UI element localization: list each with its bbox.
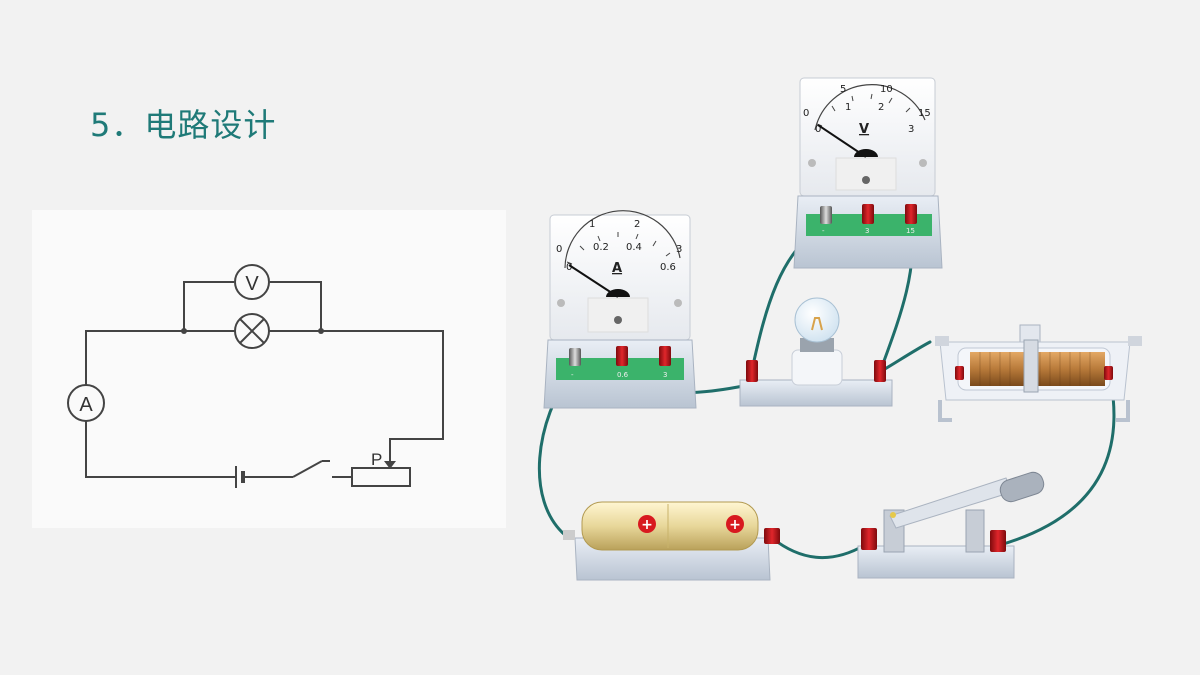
lamp-terminal-right — [874, 360, 886, 382]
circuit-schematic: V A P — [67, 264, 444, 488]
wire-lamp-rheostat — [878, 340, 932, 374]
rheostat — [935, 324, 1142, 422]
svg-text:3: 3 — [865, 227, 869, 235]
knife-switch — [857, 471, 1045, 579]
circuit-schematic-panel: V A P — [32, 210, 506, 528]
switch-terminal-left — [861, 528, 877, 550]
ammeter-terminal-0.6 — [616, 346, 628, 366]
svg-text:10: 10 — [880, 84, 893, 95]
voltmeter: 0 5 10 15 0 1 2 3 V - 3 15 — [793, 77, 943, 269]
svg-text:0: 0 — [803, 108, 809, 119]
slide-title: 5．电路设计 — [90, 106, 277, 144]
svg-text:3: 3 — [908, 124, 914, 135]
svg-text:+: + — [729, 517, 741, 533]
ammeter: 0 1 2 3 0 0.2 0.4 0.6 A - 0.6 3 — [543, 210, 697, 409]
svg-text:1: 1 — [845, 102, 851, 113]
rheostat-terminal-right — [1104, 366, 1113, 380]
svg-text:0.2: 0.2 — [593, 242, 609, 253]
schematic-wire — [85, 421, 236, 478]
schematic-wire — [85, 330, 444, 461]
junction-dot — [181, 328, 187, 334]
battery-symbol — [235, 466, 245, 488]
svg-text:3: 3 — [676, 244, 682, 255]
lamp-icon — [234, 313, 270, 349]
wire-battery-switch — [770, 536, 867, 560]
svg-text:-: - — [822, 227, 825, 235]
svg-text:0: 0 — [566, 262, 572, 273]
voltmeter-terminal-negative — [820, 206, 832, 224]
svg-text:2: 2 — [634, 219, 640, 230]
lamp-bulb — [794, 297, 840, 343]
rheostat-terminal-left — [955, 366, 964, 380]
ammeter-symbol: A — [67, 384, 105, 422]
svg-text:15: 15 — [918, 108, 931, 119]
ammeter-terminal-negative — [569, 348, 581, 366]
rheostat-slider-label: P — [371, 450, 382, 469]
rheostat-symbol: P — [351, 450, 411, 487]
ammeter-symbol-label: A — [79, 394, 93, 416]
voltmeter-symbol: V — [234, 264, 270, 300]
junction-dot — [318, 328, 324, 334]
svg-text:0: 0 — [815, 124, 821, 135]
battery-terminal-positive — [764, 528, 780, 544]
svg-text:+: + — [641, 517, 653, 533]
voltmeter-symbol-label: V — [245, 273, 259, 295]
svg-text:3: 3 — [663, 371, 667, 379]
svg-text:15: 15 — [906, 227, 915, 235]
schematic-wire — [270, 281, 322, 331]
svg-text:1: 1 — [589, 219, 595, 230]
lamp-terminal-left — [746, 360, 758, 382]
battery-box: + + — [563, 501, 780, 581]
battery-cell-positive-icon — [638, 515, 656, 533]
switch-arm — [292, 460, 323, 478]
voltmeter-terminal-15 — [905, 204, 917, 224]
voltmeter-unit: V — [859, 122, 869, 137]
ammeter-terminal-3 — [659, 346, 671, 366]
svg-text:2: 2 — [878, 102, 884, 113]
svg-text:0.6: 0.6 — [660, 262, 676, 273]
schematic-wire — [183, 281, 234, 331]
battery-cell-positive-icon — [726, 515, 744, 533]
svg-text:0.6: 0.6 — [617, 371, 629, 379]
switch-handle — [999, 471, 1045, 503]
lamp-stand — [739, 297, 893, 407]
ammeter-unit: A — [612, 261, 622, 276]
switch-terminal-right — [990, 530, 1006, 552]
svg-text:0: 0 — [556, 244, 562, 255]
svg-text:-: - — [571, 371, 574, 379]
voltmeter-terminal-3 — [862, 204, 874, 224]
svg-text:5: 5 — [840, 84, 846, 95]
svg-text:0.4: 0.4 — [626, 242, 642, 253]
